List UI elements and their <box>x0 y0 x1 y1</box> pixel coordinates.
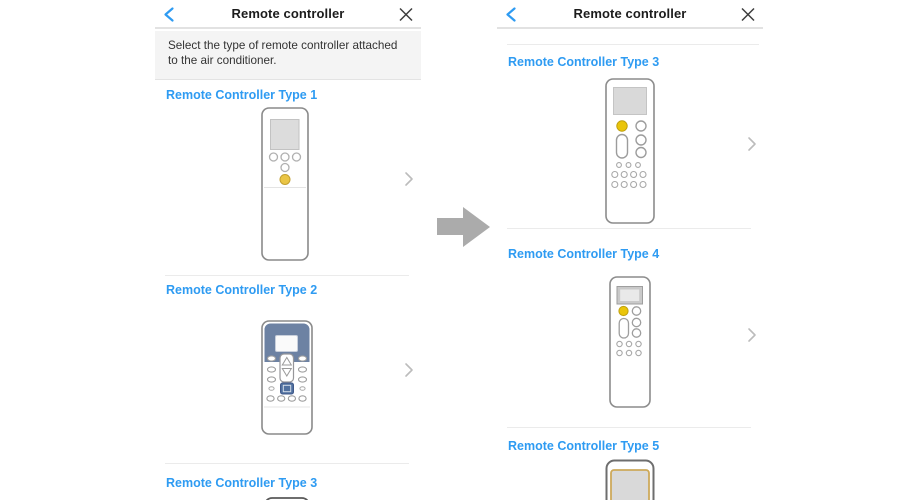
screen-left: Remote controller Select the type of rem… <box>155 0 421 500</box>
page-title: Remote controller <box>231 6 345 21</box>
section-label: Remote Controller Type 3 <box>166 476 318 490</box>
back-icon[interactable] <box>504 6 518 23</box>
right-arrow-icon <box>437 207 490 247</box>
section-label: Remote Controller Type 2 <box>166 283 318 297</box>
section-label: Remote Controller Type 4 <box>508 247 660 261</box>
screen-right: Remote controller Remote Controller Type… <box>497 0 763 500</box>
section-label: Remote Controller Type 3 <box>508 55 660 69</box>
close-icon[interactable] <box>740 6 756 23</box>
section-label: Remote Controller Type 1 <box>166 88 318 102</box>
remote-type-2-image <box>261 320 313 435</box>
remote-type-3-image <box>605 78 655 224</box>
remote-type-1-image <box>261 107 309 261</box>
left-appbar: Remote controller <box>155 0 421 29</box>
close-icon[interactable] <box>398 6 414 23</box>
page-title: Remote controller <box>573 6 687 21</box>
divider <box>507 427 751 428</box>
notice-text: Select the type of remote controller att… <box>155 31 421 80</box>
divider <box>507 228 751 229</box>
remote-type-4-image <box>609 276 651 408</box>
chevron-right-icon <box>405 172 413 186</box>
chevron-right-icon <box>748 137 756 151</box>
right-appbar: Remote controller <box>497 0 763 29</box>
divider <box>507 44 759 45</box>
divider <box>165 275 409 276</box>
divider <box>165 463 409 464</box>
remote-type-5-image-partial <box>605 459 655 500</box>
chevron-right-icon <box>405 363 413 377</box>
section-label: Remote Controller Type 5 <box>508 439 660 453</box>
back-icon[interactable] <box>162 6 176 23</box>
chevron-right-icon <box>748 328 756 342</box>
